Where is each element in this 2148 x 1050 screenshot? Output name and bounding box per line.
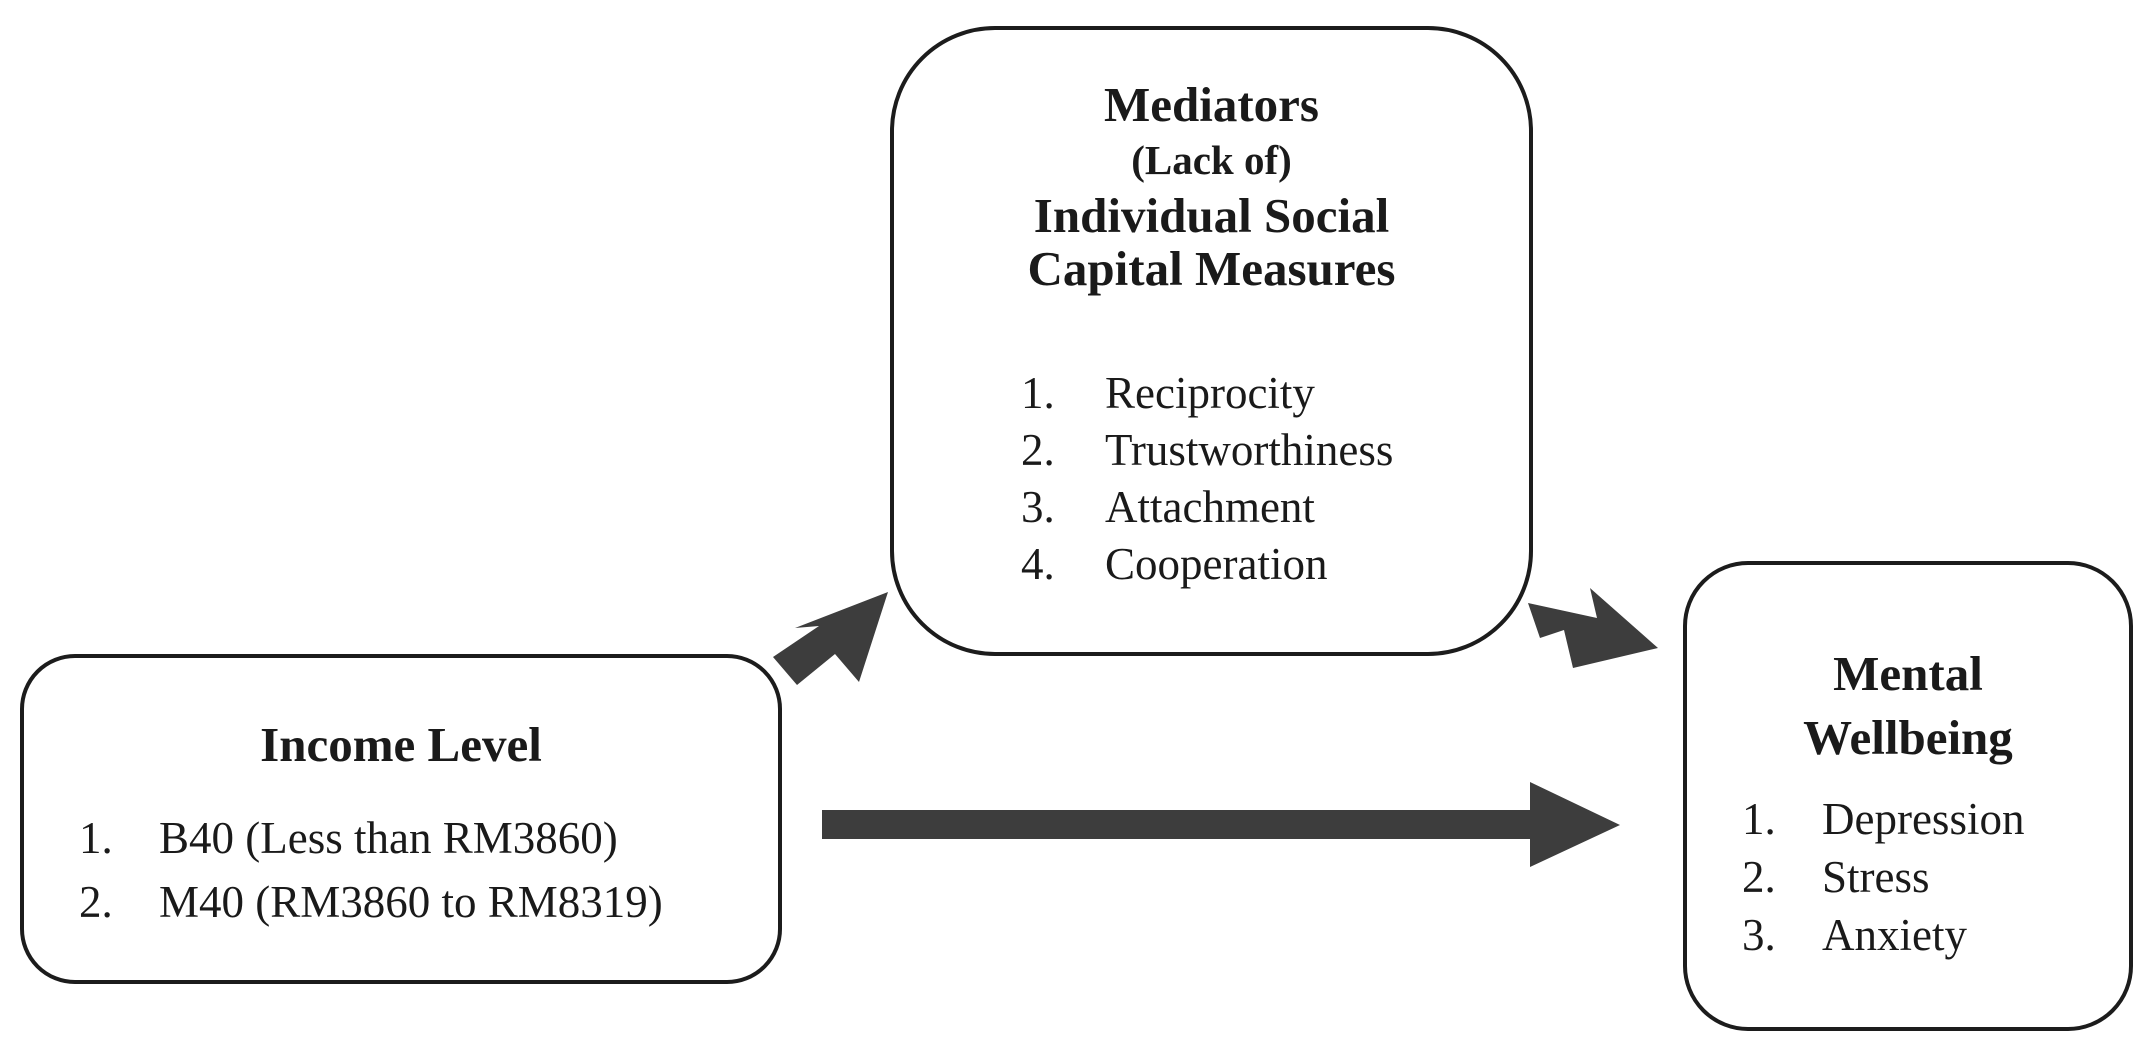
list-item: 2. M40 (RM3860 to RM8319) [79,870,663,934]
list-item-label: Trustworthiness [1105,425,1394,475]
mediators-subtitle: (Lack of) [1131,137,1292,183]
mediators-heading: Individual Social Capital Measures [894,188,1529,296]
list-item-label: Cooperation [1105,539,1328,589]
mental-wellbeing-title-line1: Mental [1833,646,1983,701]
list-item-number: 1. [1021,368,1055,418]
mental-wellbeing-box: Mental Wellbeing 1. Depression 2. Stress 3… [1683,561,2133,1031]
list-item: 1. B40 (Less than RM3860) [79,806,663,870]
list-item-number: 4. [1021,539,1055,589]
list-item-label: Stress [1822,852,1930,902]
arrow-mediators-to-wellbeing [1528,588,1658,668]
list-item-label: M40 (RM3860 to RM8319) [159,877,663,927]
arrow-income-to-mediators [773,592,888,685]
list-item-number: 2. [79,877,113,927]
mental-wellbeing-title-line2: Wellbeing [1803,710,2013,765]
list-item-number: 3. [1742,910,1776,960]
list-item-number: 1. [1742,794,1776,844]
mediators-heading-line2: Capital Measures [1027,240,1396,296]
list-item-label: Depression [1822,794,2025,844]
list-item-number: 2. [1021,425,1055,475]
list-item-number: 3. [1021,482,1055,532]
income-level-title: Income Level [260,717,542,772]
list-item-label: Attachment [1105,482,1315,532]
mediators-title: Mediators [1104,77,1319,132]
mediators-list: 1. Reciprocity 2. Trustworthiness 3. Attach… [1021,365,1393,593]
income-level-list: 1. B40 (Less than RM3860) 2. M40 (RM3860 t… [79,806,663,934]
list-item-label: Anxiety [1822,910,1967,960]
list-item: 2. Stress [1742,848,2024,906]
mediators-heading-line1: Individual Social [1033,188,1390,243]
list-item: 3. Anxiety [1742,906,2024,964]
income-level-box: Income Level 1. B40 (Less than RM3860) 2.… [20,654,782,984]
list-item: 1. Reciprocity [1021,365,1393,422]
list-item-number: 1. [79,813,113,863]
mediators-box: Mediators (Lack of) Individual Social Ca… [890,26,1533,656]
list-item-label: Reciprocity [1105,368,1315,418]
list-item: 4. Cooperation [1021,536,1393,593]
list-item: 1. Depression [1742,790,2024,848]
list-item-number: 2. [1742,852,1776,902]
mental-wellbeing-title: Mental Wellbeing [1687,642,2129,770]
arrow-income-to-wellbeing [822,782,1620,867]
list-item: 3. Attachment [1021,479,1393,536]
list-item: 2. Trustworthiness [1021,422,1393,479]
list-item-label: B40 (Less than RM3860) [159,813,618,863]
mental-wellbeing-list: 1. Depression 2. Stress 3. Anxiety [1742,790,2024,964]
